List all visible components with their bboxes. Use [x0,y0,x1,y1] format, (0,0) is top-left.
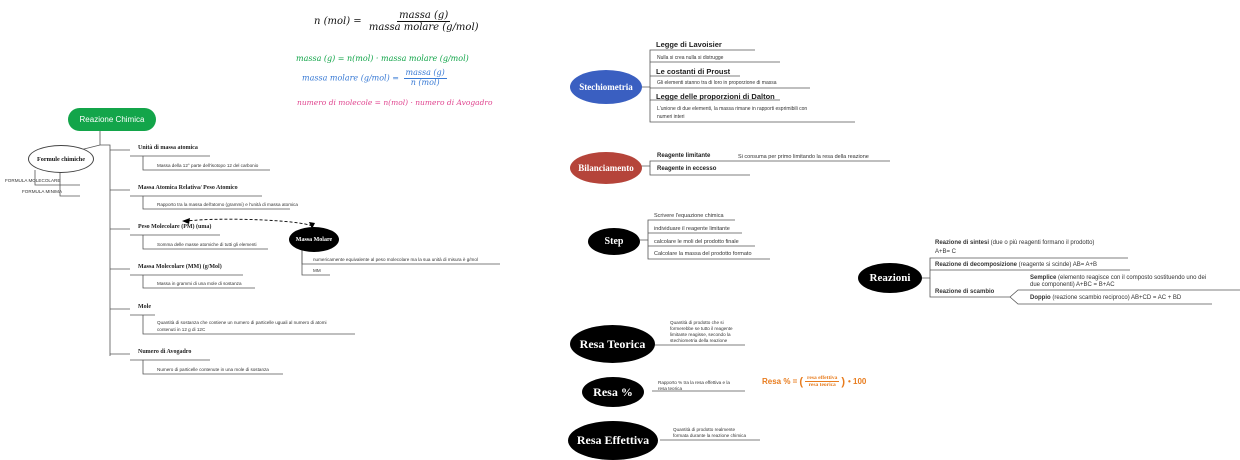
step-item-2: individuare il reagente limitante [654,226,730,232]
formula-molecolare-label: FORMULA MOLECOLARE [5,178,61,183]
resa-effettiva-node[interactable]: Resa Effettiva [568,421,658,460]
item-desc-avogadro: Numero di particelle contenute in una mo… [157,367,269,372]
sintesi-eq: A+B= C [935,249,957,255]
step-item-1: Scrivere l'equazione chimica [654,213,724,219]
resa-percent-desc-2: resa teorica [658,386,683,391]
scambio-label: Reazione di scambio [935,289,995,295]
lavoisier-desc: Nulla si crea nulla si distrugge [657,55,724,61]
resa-teorica-desc-3: limitante reagisse, secondo la [670,332,731,337]
stechiometria-node[interactable]: Stechiometria [570,70,642,104]
massa-molare-desc: numericamente equivalente al peso moleco… [313,257,478,262]
item-title-peso-molecolare[interactable]: Peso Molecolare (PM) (uma) [138,224,212,230]
resa-percent-desc-1: Rapporto % tra la resa effettiva e la [658,380,730,385]
item-desc-peso-molecolare: Somma delle masse atomiche di tutti gli … [157,242,257,247]
dalton-desc-2: numeri interi [657,114,685,120]
item-desc-massa-atomica: Rapporto tra la massa dell'atomo (grammi… [157,202,298,207]
item-title-avogadro[interactable]: Numero di Avogadro [138,349,192,355]
mm-label: MM [313,268,321,273]
bilanciamento-node[interactable]: Bilanciamento [570,152,642,184]
formule-chimiche-node[interactable]: Formule chimiche [28,145,94,173]
molecules-formula: numero di molecole = n(mol) · numero di … [297,98,493,107]
lavoisier-title[interactable]: Legge di Lavoisier [656,40,722,49]
resa-teorica-node[interactable]: Resa Teorica [570,325,655,363]
mass-formula: massa (g) = n(mol) · massa molare (g/mol… [296,54,469,63]
dalton-desc: L'unione di due elementi, la massa riman… [657,106,808,112]
resa-teorica-desc-4: stechiometria della reazione [670,338,728,343]
decomposizione-line: Reazione di decomposizione (reagente si … [935,262,1098,268]
item-desc-mole: Quantità di sostanza che contiene un num… [157,320,327,325]
molar-mass-formula: massa molare (g/mol) = massa (g)n (mol) [302,68,447,87]
moles-formula: n (mol) = massa (g)massa molare (g/mol) [314,10,479,33]
item-desc-massa-molecolare: Massa in grammi di una mole di sostanza [157,281,242,286]
semplice-line: Semplice (elemento reagisce con il compo… [1030,275,1207,281]
root-node[interactable]: Reazione Chimica [68,108,156,131]
resa-teorica-desc-1: Quantità di prodotto che si [670,320,724,325]
resa-teorica-desc-2: formerebbe se tutto il reagente [670,326,733,331]
reagente-limitante-desc: Si consuma per primo limitando la resa d… [738,154,869,160]
massa-molare-node[interactable]: Massa Molare [289,227,339,252]
item-title-uma[interactable]: Unità di massa atomica [138,145,198,151]
doppio-line: Doppio (reazione scambio reciproco) AB+C… [1030,295,1182,301]
dalton-title[interactable]: Legge delle proporzioni di Dalton [656,92,775,101]
item-desc-uma: Massa della 12° parte dell'isotopo 12 de… [157,163,259,168]
semplice-line-2: due componenti) A+BC = B+AC [1030,282,1115,288]
step-item-4: Calcolare la massa del prodotto formato [654,251,752,257]
formula-minima-label: FORMULA MINIMA [22,189,63,194]
item-title-mole[interactable]: Mole [138,304,151,310]
reagente-eccesso[interactable]: Reagente in eccesso [657,166,717,172]
proust-title[interactable]: Le costanti di Proust [656,67,731,76]
resa-effettiva-desc-2: formata durante la reazione chimica [673,433,747,438]
reagente-limitante[interactable]: Reagente limitante [657,153,711,159]
resa-effettiva-desc-1: Quantità di prodotto realmente [673,427,736,432]
step-item-3: calcolare le moli del prodotto finale [654,239,739,245]
sintesi-line: Reazione di sintesi (due o più reagenti … [935,240,1095,246]
resa-percent-node[interactable]: Resa % [582,377,644,407]
reazioni-node[interactable]: Reazioni [858,263,922,293]
item-desc-mole-2: contenuti in 12 g di 12C [157,327,206,332]
item-title-massa-atomica[interactable]: Massa Atomica Relativa/ Peso Atomico [138,185,238,191]
step-node[interactable]: Step [588,228,640,255]
proust-desc: Gli elementi stanno tra di loro in propo… [657,80,777,86]
item-title-massa-molecolare[interactable]: Massa Molecolare (MM) (g/Mol) [138,264,222,270]
